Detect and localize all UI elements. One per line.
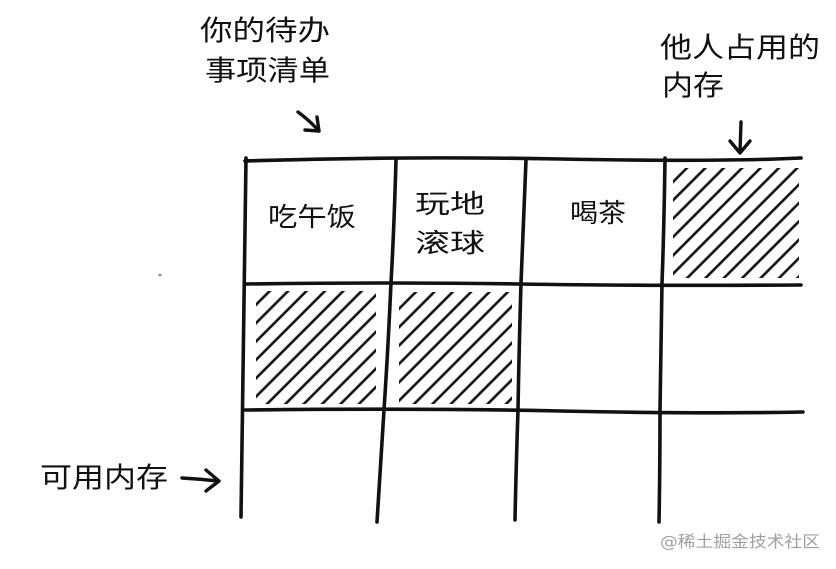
todo-list-label-line2: 事项清单 xyxy=(205,54,330,87)
grid-column-divider-2 xyxy=(513,158,528,522)
grid-row-divider-1 xyxy=(244,281,803,288)
occupied-cell-row2-col1 xyxy=(256,291,376,404)
arrow-down-icon xyxy=(728,120,752,155)
task-cells: 吃午饭 玩地 滚球 喝茶 xyxy=(268,190,626,259)
grid-column-divider-3 xyxy=(657,156,667,524)
ink-dot xyxy=(158,273,162,277)
grid-left-border xyxy=(239,156,248,519)
occupied-cell-row2-col2 xyxy=(399,292,512,404)
task-bowling-line1: 玩地 xyxy=(415,190,485,220)
occupied-cell-top-right xyxy=(673,168,799,278)
others-memory-label-line2: 内存 xyxy=(662,69,724,102)
grid-top-border xyxy=(243,156,803,163)
task-lunch: 吃午饭 xyxy=(268,203,356,233)
arrow-down-right-icon xyxy=(296,110,321,133)
todo-list-label-line1: 你的待办 xyxy=(200,14,330,47)
memory-grid xyxy=(239,156,805,524)
others-memory-label-line1: 他人占用的 xyxy=(660,31,820,64)
task-tea: 喝茶 xyxy=(570,199,626,229)
grid-column-divider-1 xyxy=(375,158,398,524)
available-memory-annotation: 可用内存 xyxy=(40,461,221,494)
others-memory-annotation: 他人占用的 内存 xyxy=(660,31,820,155)
occupied-cells xyxy=(256,168,799,404)
task-bowling-line2: 滚球 xyxy=(415,229,485,259)
watermark: @稀土掘金技术社区 xyxy=(660,532,820,551)
todo-list-annotation: 你的待办 事项清单 xyxy=(200,14,330,133)
grid-row-divider-2 xyxy=(243,407,805,415)
available-memory-label: 可用内存 xyxy=(40,461,168,494)
arrow-right-icon xyxy=(180,468,221,493)
